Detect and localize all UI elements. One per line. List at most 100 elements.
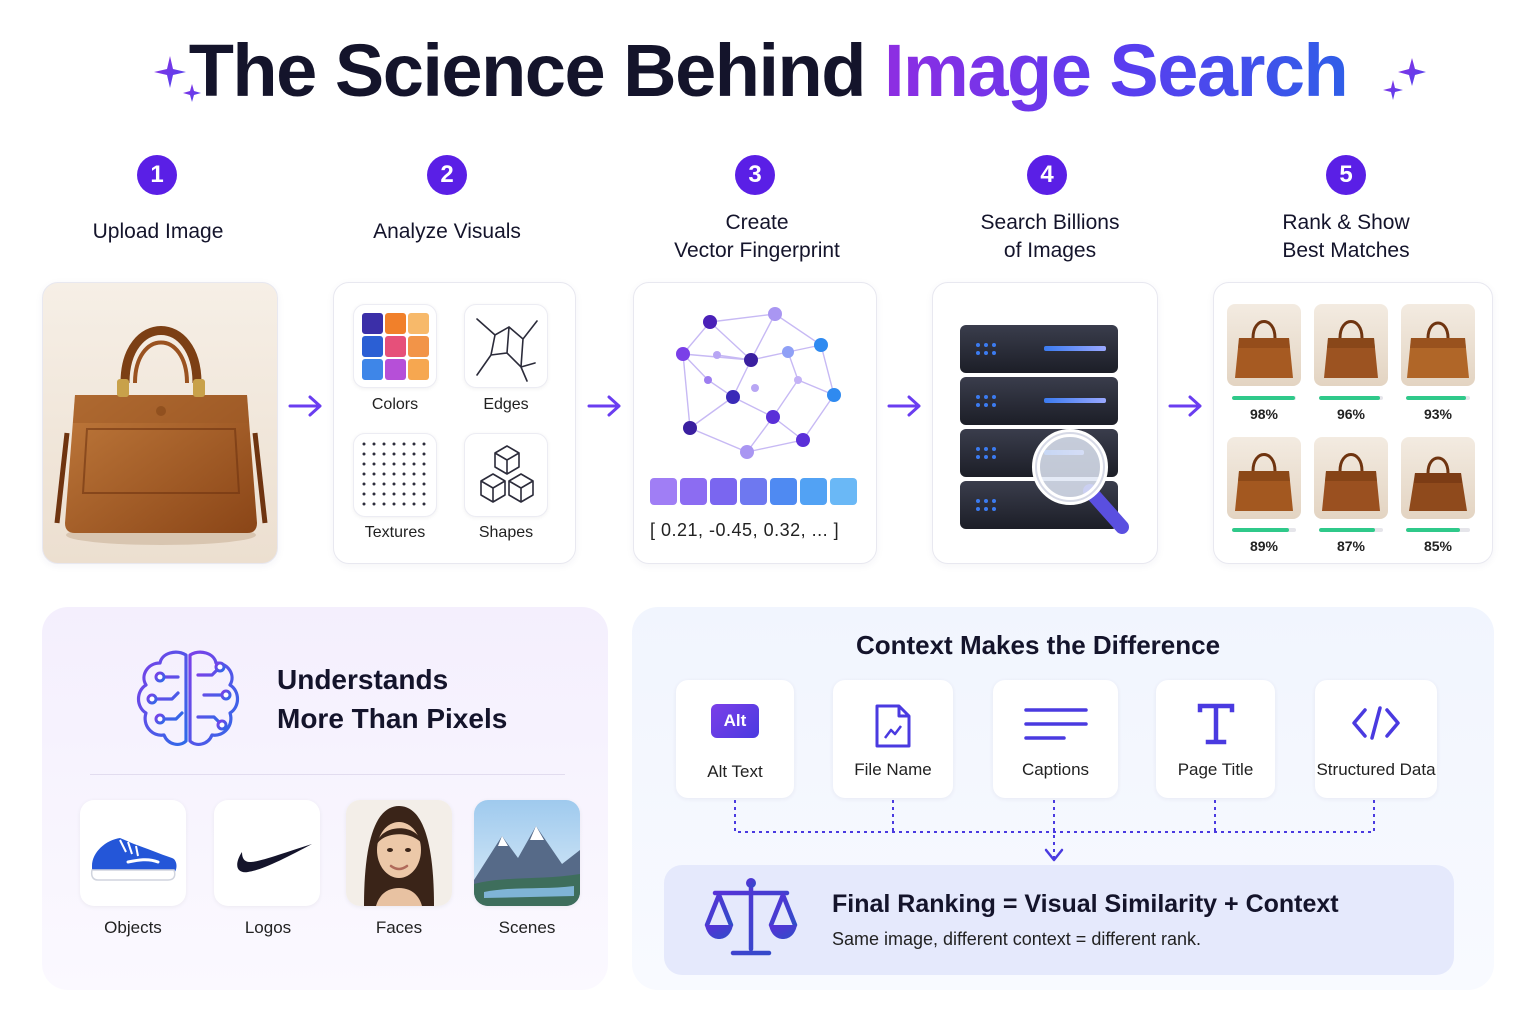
arrow-right-icon — [587, 395, 621, 417]
understands-panel — [42, 607, 608, 990]
final-ranking-subtitle: Same image, different context = differen… — [832, 929, 1202, 949]
arrow-right-icon — [887, 395, 921, 417]
similarity-percent: 85% — [1423, 538, 1453, 554]
mountain-scene-image — [474, 800, 580, 906]
file-image-icon — [875, 704, 911, 748]
dot-grid-icon — [362, 442, 426, 506]
logos-label: Logos — [244, 918, 292, 937]
vector-cell — [740, 478, 767, 505]
textures-label: Textures — [364, 524, 426, 541]
step-5-badge: 5 — [1326, 155, 1366, 195]
handbag-image — [54, 326, 268, 545]
context-title: Context Makes the Difference — [855, 630, 1221, 660]
handbag-image — [1322, 453, 1380, 511]
swoosh-logo — [237, 844, 312, 873]
handbag-image — [1409, 456, 1467, 511]
alt-text-label: Alt Text — [707, 762, 763, 781]
shapes-label: Shapes — [478, 524, 534, 541]
scenes-label: Scenes — [498, 918, 556, 937]
edges-tile — [464, 304, 548, 388]
file-name-label: File Name — [854, 760, 932, 779]
cubes-icon — [480, 445, 534, 503]
arrow-right-icon — [288, 395, 322, 417]
edges-icon — [476, 318, 538, 382]
text-t-icon — [1197, 703, 1234, 745]
step-4-badge: 4 — [1027, 155, 1067, 195]
structured-data-label: Structured Data — [1316, 760, 1436, 779]
similarity-bar — [1406, 396, 1470, 400]
dashed-connector — [734, 800, 1375, 862]
uploaded-image-card[interactable] — [42, 282, 278, 564]
file-name-card: File Name — [833, 680, 953, 798]
captions-lines-icon — [1023, 708, 1088, 740]
step-1-title: Upload Image — [92, 220, 224, 243]
similarity-bar — [1232, 528, 1296, 532]
brain-circuit-icon — [136, 650, 240, 746]
handbag-image — [1407, 321, 1469, 378]
face-image — [346, 800, 452, 906]
result-thumbnail[interactable] — [1227, 437, 1301, 519]
handbag-image — [1324, 320, 1378, 378]
similarity-bar — [1406, 528, 1470, 532]
faces-label: Faces — [375, 918, 423, 937]
similarity-bar — [1319, 396, 1383, 400]
similarity-percent: 98% — [1249, 406, 1279, 422]
similarity-percent: 89% — [1249, 538, 1279, 554]
sparkle-icon — [1383, 58, 1426, 100]
vector-cell — [680, 478, 707, 505]
color-palette-icon — [362, 313, 429, 380]
vector-cell — [770, 478, 797, 505]
alt-text-card: Alt Alt Text — [676, 680, 794, 798]
similarity-bar — [1232, 396, 1296, 400]
logos-tile — [214, 800, 320, 906]
vector-cell — [710, 478, 737, 505]
objects-tile — [80, 800, 186, 906]
step-1-badge: 1 — [137, 155, 177, 195]
textures-tile — [353, 433, 437, 517]
divider — [90, 774, 565, 775]
result-thumbnail[interactable] — [1314, 304, 1388, 386]
result-thumbnail[interactable] — [1401, 304, 1475, 386]
server-search-icon — [960, 325, 1129, 534]
handbag-image — [1235, 320, 1293, 378]
structured-data-card: Structured Data — [1315, 680, 1437, 798]
faces-tile — [346, 800, 452, 906]
edges-label: Edges — [483, 396, 529, 413]
vector-cell — [800, 478, 827, 505]
captions-card: Captions — [993, 680, 1118, 798]
result-thumbnail[interactable] — [1227, 304, 1301, 386]
sneaker-image — [90, 838, 177, 881]
scales-icon — [704, 878, 798, 956]
shapes-tile — [464, 433, 548, 517]
arrow-right-icon — [1168, 395, 1202, 417]
colors-label: Colors — [371, 396, 419, 413]
scenes-tile — [474, 800, 580, 906]
vector-fingerprint-card — [633, 282, 877, 564]
similarity-bar — [1319, 528, 1383, 532]
sparkle-icon — [154, 56, 201, 102]
page-title-card: Page Title — [1156, 680, 1275, 798]
network-graph-icon — [676, 307, 841, 459]
result-thumbnail[interactable] — [1314, 437, 1388, 519]
similarity-percent: 93% — [1423, 406, 1453, 422]
vector-values: [ 0.21, -0.45, 0.32, ... ] — [650, 520, 840, 540]
page-title-label: Page Title — [1177, 760, 1254, 779]
similarity-percent: 96% — [1336, 406, 1366, 422]
step-2-title: Analyze Visuals — [373, 220, 521, 243]
step-2-badge: 2 — [427, 155, 467, 195]
handbag-image — [1235, 453, 1293, 511]
captions-label: Captions — [1021, 760, 1090, 779]
final-ranking-title: Final Ranking = Visual Similarity + Cont… — [832, 890, 1339, 918]
colors-tile — [353, 304, 437, 388]
step-3-badge: 3 — [735, 155, 775, 195]
final-ranking-box — [664, 865, 1454, 975]
objects-label: Objects — [104, 918, 162, 937]
result-thumbnail[interactable] — [1401, 437, 1475, 519]
page-title: The Science Behind Image Search — [188, 29, 1349, 112]
alt-badge-icon: Alt — [711, 704, 759, 738]
vector-cell — [830, 478, 857, 505]
